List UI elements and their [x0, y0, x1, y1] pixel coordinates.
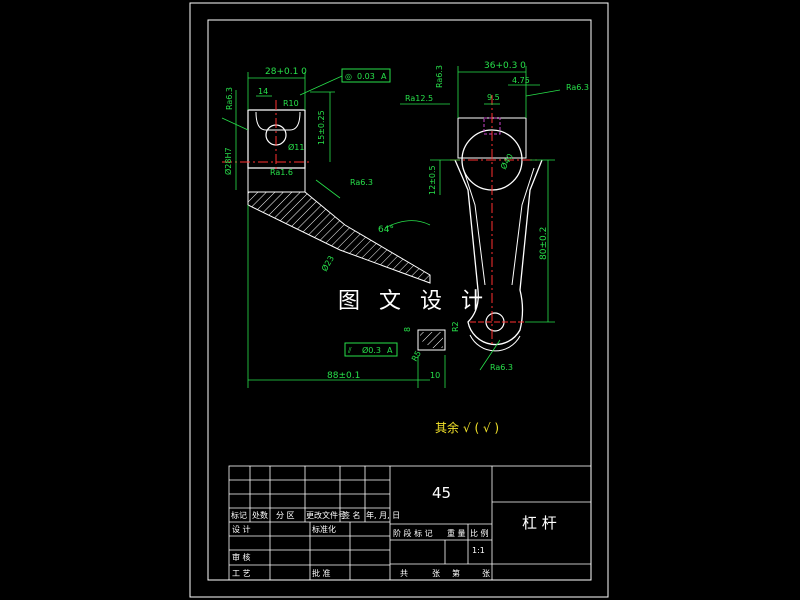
tol-b-ref: A	[387, 346, 393, 355]
watermark: 图 文 设 计	[338, 289, 489, 314]
dim-28: 28+0.1 0	[265, 67, 307, 77]
outer-border	[189, 2, 609, 598]
right-view: 36+0.3 0 4.75 9.5 Ra6.3 Ra12.5 Ra6.3 12±…	[400, 61, 589, 372]
dim-14: 14	[258, 87, 268, 96]
hub-slot	[255, 111, 301, 131]
tol-sym: ◎	[345, 72, 352, 81]
lower-boss	[417, 329, 446, 351]
dim-12: 12±0.5	[428, 165, 437, 195]
dim-88: 88±0.1	[327, 371, 360, 381]
lower-boss-hatch	[420, 332, 443, 348]
dim-15: 15±0.25	[317, 110, 326, 145]
tol-val: 0.03	[357, 72, 375, 81]
standard-label: 标准化	[312, 524, 336, 534]
title-block	[228, 465, 592, 581]
process-label: 工 艺	[232, 569, 251, 578]
dim-phi11: Ø11	[288, 142, 304, 152]
hdr-date: 年, 月, 日	[366, 510, 400, 520]
dim-80: 80±0.2	[539, 227, 549, 260]
dim-phi23: Ø23	[319, 254, 336, 273]
audit-label: 审 核	[232, 552, 251, 562]
note-label: 其余	[435, 420, 459, 435]
hdr-zone: 分 区	[276, 511, 295, 520]
dim-10: 10	[430, 371, 440, 380]
tolerance-frame-bottom	[344, 342, 398, 357]
sheet-no: 第	[452, 568, 460, 578]
material: 45	[432, 484, 451, 502]
rough-ra63-r: Ra6.3	[566, 83, 589, 92]
note-symbol: √ ( √ )	[463, 421, 499, 435]
design-label: 设 计	[232, 524, 251, 534]
dim-r2: R2	[451, 321, 460, 332]
rough-ra63-bottom: Ra6.3	[490, 363, 513, 372]
sheet-total: 共	[400, 569, 408, 578]
hdr-mark: 标记	[231, 510, 247, 520]
hub-ring	[469, 334, 521, 352]
hdr-file: 更改文件号	[306, 510, 346, 520]
lever-body	[454, 159, 543, 346]
dim-bore: Ø28H7	[223, 147, 233, 175]
hdr-count: 处数	[252, 510, 268, 520]
sheet-unit2: 张	[482, 569, 490, 578]
rough-ra63: Ra6.3	[225, 87, 234, 110]
dim-phi40: Ø40	[498, 152, 515, 171]
rough-ra125: Ra12.5	[405, 94, 433, 103]
lever-inner	[462, 167, 535, 286]
dim-angle: 64°	[378, 225, 394, 235]
part-name: 杠 杆	[522, 514, 557, 532]
dim-36: 36+0.3 0	[484, 61, 526, 71]
dim-r5: R5	[410, 349, 423, 363]
dim-475: 4.75	[512, 76, 530, 85]
tolerance-frame	[341, 68, 391, 83]
scale: 1:1	[472, 546, 485, 555]
dim-95: 9.5	[487, 93, 500, 102]
left-view: 28+0.1 0 14 R10 Ø11 15±0.25 Ø28H7 Ra6.3 …	[221, 67, 460, 388]
sheet-unit1: 张	[432, 569, 440, 578]
hdr-sign: 签 名	[342, 510, 361, 520]
stage-weight: 重 量	[447, 528, 466, 538]
approve-label: 批 准	[312, 568, 331, 578]
dim-8: 8	[403, 327, 412, 332]
dim-r10: R10	[283, 99, 299, 108]
section-hatch	[247, 191, 431, 284]
tol-ref: A	[381, 72, 387, 81]
stage-mark: 阶 段 标 记	[393, 528, 433, 538]
tol-b-val: Ø0.3	[362, 345, 381, 355]
stage-scale: 比 例	[470, 528, 489, 538]
rough-ra16: Ra1.6	[270, 168, 293, 177]
rough-ra63-top: Ra6.3	[435, 65, 444, 88]
tol-b-sym: ⫽	[347, 346, 352, 355]
rough-ra63-b: Ra6.3	[350, 178, 373, 187]
